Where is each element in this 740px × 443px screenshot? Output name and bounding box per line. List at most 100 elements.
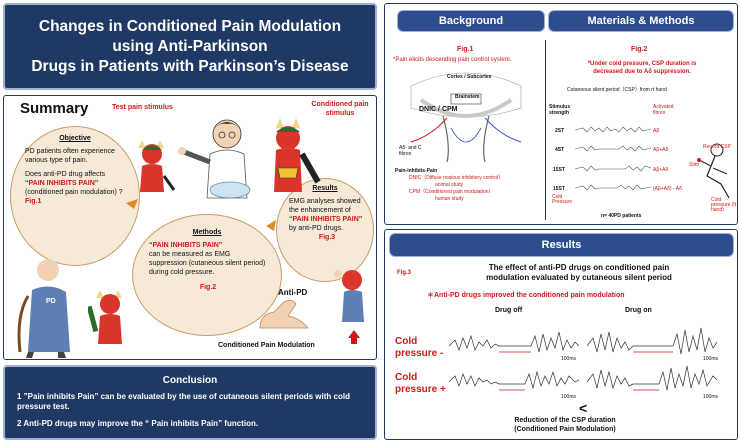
- background-methods-panel: Background Materials & Methods Fig.1 *Pa…: [384, 3, 738, 225]
- stim-row-1-strength: 2ST: [555, 128, 565, 134]
- results-panel: Results Fig.3 The effect of anti-PD drug…: [384, 229, 738, 440]
- cpm-caption: Conditioned Pain Modulation: [218, 342, 315, 349]
- background-fig-label: Fig.1: [457, 46, 474, 53]
- emg-trace-off-minus: [449, 331, 579, 353]
- objective-text-4: (conditioned pain modulation) ?: [25, 189, 123, 196]
- objective-fig-ref: Fig.1: [25, 198, 42, 205]
- conclusion-panel: Conclusion 1 ”Pain inhibits Pain” can be…: [3, 365, 377, 440]
- stim-label: Stim: [689, 162, 699, 168]
- methods-caption: *Under cold pressure, CSP duration is de…: [587, 61, 697, 75]
- red-demon-illustration: [274, 118, 321, 192]
- summary-heading: Summary: [20, 100, 89, 117]
- small-demon-illustration: [88, 290, 122, 344]
- results-text-1: EMG analyses showed the enhancement of: [289, 198, 361, 214]
- doctor-illustration: [178, 119, 251, 199]
- arrow-cpm-up: [348, 330, 360, 338]
- methods-text-2: can be measured as EMG suppression (cuta…: [149, 251, 266, 276]
- scale-bar-4: 100ms: [703, 394, 719, 400]
- background-heading: Background: [397, 10, 545, 32]
- results-footer: Reduction of the CSP duration (Condition…: [514, 417, 616, 433]
- poster-title-box: Changes in Conditioned Pain Modulation u…: [3, 3, 377, 90]
- elderly-patient-illustration: [17, 259, 70, 358]
- results-text-3: by anti-PD drugs.: [289, 225, 344, 232]
- results-heading: Results: [312, 185, 338, 192]
- methods-panel-heading: Materials & Methods: [548, 10, 734, 32]
- objective-bubble: Objective PD patients often experience v…: [10, 126, 140, 266]
- activated-fibres-header: Activated fibres: [653, 104, 674, 116]
- test-pain-label: Test pain stimulus: [112, 104, 173, 111]
- cortex-label: Cortex / Subcortex: [447, 74, 492, 80]
- cold-pressure-hand-label: Cold pressure (lt hand): [711, 197, 737, 213]
- patients-label: n= 40PD patients: [601, 213, 642, 219]
- drug-off-label: Drug off: [495, 307, 523, 314]
- stim-row-4-fibres: (Aβ+Aδ) - Aδ: [653, 186, 682, 192]
- stim-row-2-strength: 4ST: [555, 147, 565, 153]
- stimulus-strength-header: Stimulus strength: [549, 104, 571, 116]
- methods-text-1: “PAIN INHIBITS PAIN”: [149, 242, 223, 249]
- emg-trace-on-minus: [587, 327, 717, 355]
- objective-text-3: “PAIN INHIBITS PAIN”: [25, 180, 99, 187]
- dnic-cpm-label: DNIC / CPM: [419, 106, 458, 113]
- conclusion-heading: Conclusion: [162, 375, 218, 386]
- pain-pathway-diagram: [410, 72, 522, 163]
- results-claim: ＊Anti-PD drugs improved the conditioned …: [427, 292, 625, 299]
- row-label-cold-minus: Cold pressure -: [395, 336, 444, 359]
- dnic-study: animal study: [435, 182, 464, 188]
- column-divider: [545, 40, 546, 220]
- scale-bar-3: 100ms: [561, 394, 577, 400]
- results-figure-title: The effect of anti-PD drugs on condition…: [486, 263, 672, 282]
- arrow-objective-to-methods: [126, 199, 138, 209]
- title-line-3: Drugs in Patients with Parkinson’s Disea…: [31, 58, 349, 75]
- stim-row-3-strength: 15ST: [553, 167, 565, 173]
- flow-arrows: [126, 199, 360, 344]
- stim-row-4-strength: 15ST: [553, 186, 565, 192]
- scale-bar-2: 100ms: [703, 356, 719, 362]
- row-label-cold-plus: Cold pressure +: [395, 372, 446, 395]
- objective-text-1: PD patients often experience various typ…: [25, 148, 115, 164]
- cpm-study: human study: [435, 196, 464, 202]
- stim-row-3-fibres: Aβ+Aδ: [653, 167, 669, 173]
- stim-row-2-fibres: Aβ+Aδ: [653, 147, 669, 153]
- cold-pressure-subject-illustration: [697, 143, 730, 199]
- title-line-2: using Anti-Parkinson: [112, 38, 268, 55]
- csp-traces: [575, 126, 651, 191]
- stim-row-1-fibres: Aβ: [653, 128, 660, 134]
- brainstem-label: Brainstem: [455, 94, 480, 100]
- dnic-definition: DNIC（Diffuse noxious inhibitory control）: [409, 175, 504, 181]
- fibres-label: Aδ- and C fibres: [399, 145, 422, 157]
- methods-heading: Methods: [192, 229, 222, 236]
- pd-label: PD: [46, 298, 56, 305]
- scale-bar-1: 100ms: [561, 356, 577, 362]
- drug-on-label: Drug on: [625, 307, 652, 314]
- methods-bubble: Methods “PAIN INHIBITS PAIN” can be meas…: [132, 214, 282, 336]
- results-fig-label: Fig.3: [397, 270, 412, 276]
- conditioned-pain-label: Conditioned pain stimulus: [311, 101, 369, 117]
- methods-fig-ref: Fig.2: [199, 284, 217, 291]
- flexed-arm-illustration: [259, 300, 309, 329]
- results-fig-ref: Fig.3: [318, 234, 336, 241]
- results-text-2: “PAIN INHIBITS PAIN”: [289, 216, 363, 223]
- green-demon-illustration: [138, 140, 176, 192]
- objective-text-2: Does anti-PD drug affects: [25, 171, 106, 178]
- emg-trace-on-plus: [587, 365, 717, 391]
- less-than-symbol: <: [579, 400, 588, 416]
- results-panel-heading: Results: [389, 233, 734, 257]
- anti-pd-label: Anti-PD: [278, 288, 308, 297]
- conclusion-item-1: 1 ”Pain inhibits Pain” can be evaluated …: [17, 392, 350, 411]
- objective-heading: Objective: [59, 135, 91, 142]
- conclusion-item-2: 2 Anti-PD drugs may improve the “ Pain i…: [17, 419, 259, 428]
- csp-title: Cutaneous silent period（CSP）from rt hand: [567, 87, 667, 93]
- results-bubble: Results EMG analyses showed the enhancem…: [276, 178, 374, 282]
- arrow-methods-to-results: [266, 220, 276, 231]
- defeated-demon-illustration: [334, 270, 364, 322]
- background-caption: *Pain elicits descending pain control sy…: [393, 57, 512, 63]
- pip-label: Pain-inhibits-Pain: [395, 168, 438, 174]
- methods-fig-label: Fig.2: [631, 46, 648, 53]
- title-line-1: Changes in Conditioned Pain Modulation: [38, 18, 342, 35]
- arrow-cpm-up-stem: [351, 338, 357, 344]
- cold-pressure-small: Cold Pressure: [552, 194, 573, 205]
- cpm-definition: CPM（Conditioned pain modulation）: [409, 189, 494, 195]
- record-csp-label: Record CSP: [703, 144, 731, 150]
- summary-panel: Summary Test pain stimulus Conditioned p…: [3, 95, 377, 360]
- emg-trace-off-plus: [449, 370, 579, 391]
